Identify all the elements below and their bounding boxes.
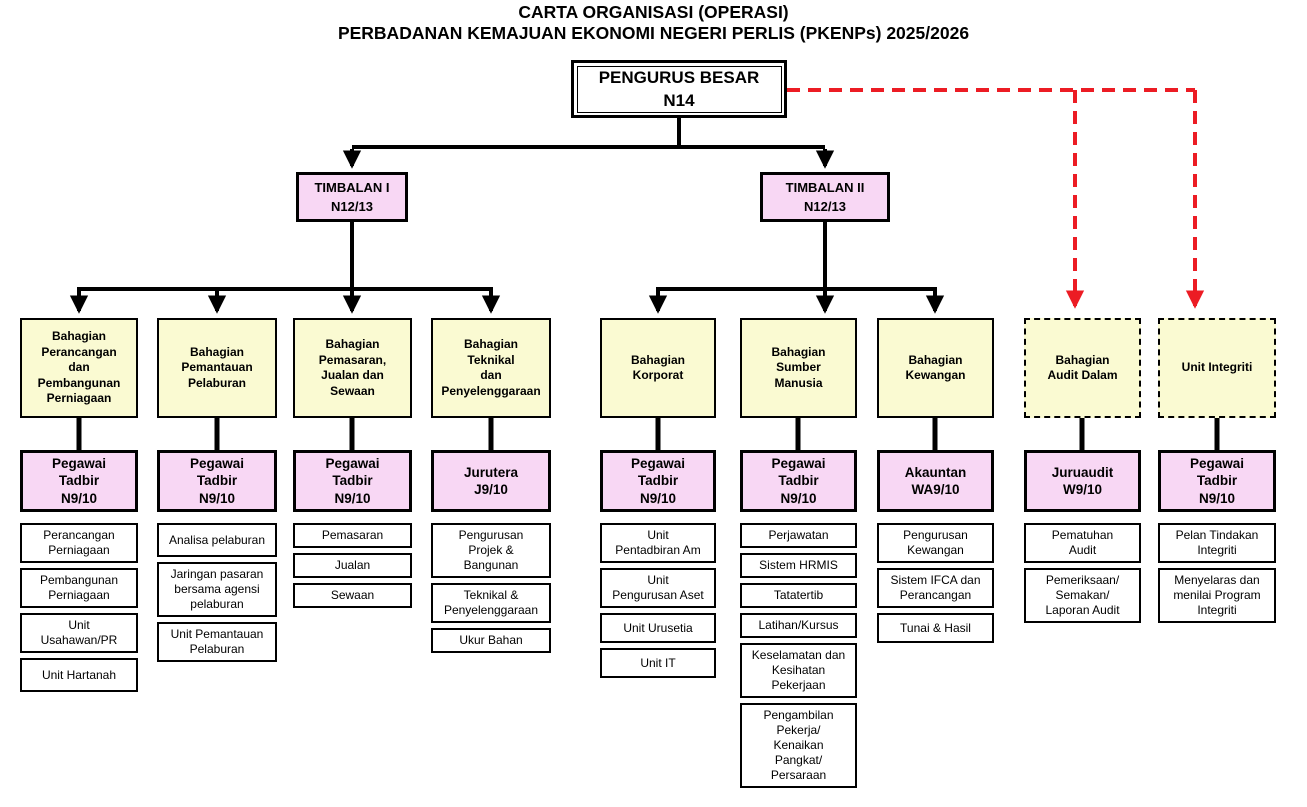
unit-box: Sistem HRMIS: [740, 553, 857, 578]
division-box-kewangan: Bahagian Kewangan: [877, 318, 994, 418]
unit-box: Sistem IFCA dan Perancangan: [877, 568, 994, 608]
officer-box-kewangan: Akauntan WA9/10: [877, 450, 994, 512]
officer-box-teknikal: Jurutera J9/10: [431, 450, 551, 512]
chart-title-line1: CARTA ORGANISASI (OPERASI): [518, 2, 789, 22]
org-column-pemasaran: Bahagian Pemasaran, Jualan dan Sewaan Pe…: [293, 0, 412, 807]
unit-box: Tunai & Hasil: [877, 613, 994, 643]
unit-box: Menyelaras dan menilai Program Integriti: [1158, 568, 1276, 623]
unit-box: Unit Pengurusan Aset: [600, 568, 716, 608]
unit-box: Pemasaran: [293, 523, 412, 548]
unit-box: Pengurusan Kewangan: [877, 523, 994, 563]
officer-box-integriti: Pegawai Tadbir N9/10: [1158, 450, 1276, 512]
chart-title-line2: PERBADANAN KEMAJUAN EKONOMI NEGERI PERLI…: [337, 23, 970, 43]
unit-box: Pematuhan Audit: [1024, 523, 1141, 563]
division-box-integriti: Unit Integriti: [1158, 318, 1276, 418]
division-box-audit-dalam: Bahagian Audit Dalam: [1024, 318, 1141, 418]
org-column-korporat: Bahagian Korporat Pegawai Tadbir N9/10 U…: [600, 0, 716, 807]
unit-box: Sewaan: [293, 583, 412, 608]
unit-box: Pemeriksaan/ Semakan/ Laporan Audit: [1024, 568, 1141, 623]
unit-box: Tatatertib: [740, 583, 857, 608]
unit-box: Latihan/Kursus: [740, 613, 857, 638]
org-column-teknikal: Bahagian Teknikal dan Penyelenggaraan Ju…: [431, 0, 551, 807]
unit-box: Jualan: [293, 553, 412, 578]
officer-box-audit-dalam: Juruaudit W9/10: [1024, 450, 1141, 512]
unit-box: Unit Pemantauan Pelaburan: [157, 622, 277, 662]
deputy-box-timbalan-1: TIMBALAN I N12/13: [296, 172, 408, 222]
deputy-box-timbalan-2: TIMBALAN II N12/13: [760, 172, 890, 222]
org-column-audit-dalam: Bahagian Audit Dalam Juruaudit W9/10 Pem…: [1024, 0, 1141, 807]
org-column-perancangan: Bahagian Perancangan dan Pembangunan Per…: [20, 0, 138, 807]
unit-box: Perjawatan: [740, 523, 857, 548]
unit-box: Unit Usahawan/PR: [20, 613, 138, 653]
org-column-integriti: Unit Integriti Pegawai Tadbir N9/10 Pela…: [1158, 0, 1276, 807]
top-box-label: PENGURUS BESAR N14: [576, 65, 782, 113]
division-box-sumber-manusia: Bahagian Sumber Manusia: [740, 318, 857, 418]
unit-box: Perancangan Perniagaan: [20, 523, 138, 563]
org-column-sumber-manusia: Bahagian Sumber Manusia Pegawai Tadbir N…: [740, 0, 857, 807]
division-box-pemasaran: Bahagian Pemasaran, Jualan dan Sewaan: [293, 318, 412, 418]
unit-box: Pengambilan Pekerja/ Kenaikan Pangkat/ P…: [740, 703, 857, 788]
unit-box: Unit Urusetia: [600, 613, 716, 643]
officer-box-pemantauan-pelaburan: Pegawai Tadbir N9/10: [157, 450, 277, 512]
unit-box: Unit Pentadbiran Am: [600, 523, 716, 563]
org-column-kewangan: Bahagian Kewangan Akauntan WA9/10 Pengur…: [877, 0, 994, 807]
unit-box: Analisa pelaburan: [157, 523, 277, 557]
unit-box: Pembangunan Perniagaan: [20, 568, 138, 608]
officer-box-perancangan: Pegawai Tadbir N9/10: [20, 450, 138, 512]
unit-box: Ukur Bahan: [431, 628, 551, 653]
unit-box: Jaringan pasaran bersama agensi pelabura…: [157, 562, 277, 617]
unit-box: Keselamatan dan Kesihatan Pekerjaan: [740, 643, 857, 698]
division-box-pemantauan-pelaburan: Bahagian Pemantauan Pelaburan: [157, 318, 277, 418]
unit-box: Unit IT: [600, 648, 716, 678]
officer-box-korporat: Pegawai Tadbir N9/10: [600, 450, 716, 512]
unit-box: Pelan Tindakan Integriti: [1158, 523, 1276, 563]
unit-box: Unit Hartanah: [20, 658, 138, 692]
unit-box: Teknikal & Penyelenggaraan: [431, 583, 551, 623]
org-column-pemantauan-pelaburan: Bahagian Pemantauan Pelaburan Pegawai Ta…: [157, 0, 277, 807]
officer-box-pemasaran: Pegawai Tadbir N9/10: [293, 450, 412, 512]
division-box-korporat: Bahagian Korporat: [600, 318, 716, 418]
unit-box: Pengurusan Projek & Bangunan: [431, 523, 551, 578]
division-box-teknikal: Bahagian Teknikal dan Penyelenggaraan: [431, 318, 551, 418]
division-box-perancangan: Bahagian Perancangan dan Pembangunan Per…: [20, 318, 138, 418]
top-box-pengurus-besar: PENGURUS BESAR N14: [571, 60, 787, 118]
officer-box-sumber-manusia: Pegawai Tadbir N9/10: [740, 450, 857, 512]
chart-title: CARTA ORGANISASI (OPERASI) PERBADANAN KE…: [0, 2, 1307, 44]
